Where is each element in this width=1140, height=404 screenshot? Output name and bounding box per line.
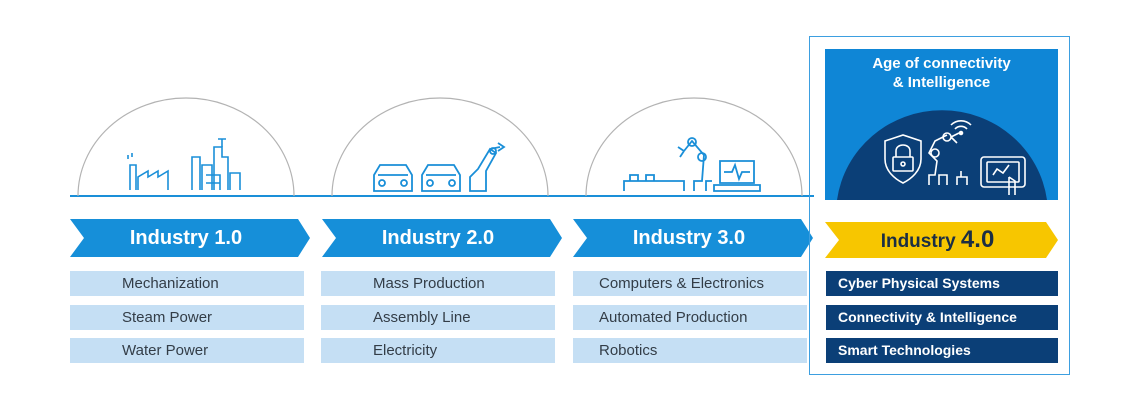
stage-4-illustration <box>837 110 1047 200</box>
stage-4-title: Industry 4.0 <box>825 222 1050 258</box>
stage-4-title-number: 4.0 <box>960 226 995 253</box>
stage-2-title: Industry 2.0 <box>381 227 495 249</box>
stage-2-item: Assembly Line <box>321 305 555 330</box>
stage-4-chevron: Industry 4.0 <box>825 222 1058 258</box>
stage-1-item: Steam Power <box>70 305 304 330</box>
stage-1-title: Industry 1.0 <box>129 227 243 249</box>
stage-4-header-panel: Age of connectivity & Intelligence <box>825 49 1058 200</box>
shield-lock-icon <box>884 134 922 184</box>
tablet-touch-icon <box>980 156 1026 195</box>
robot-arm-computer-icon <box>585 97 803 196</box>
stage-3-item: Automated Production <box>573 305 807 330</box>
stage-1-item: Mechanization <box>70 271 304 296</box>
dome-industry-1 <box>76 95 296 196</box>
stage-3-item: Computers & Electronics <box>573 271 807 296</box>
stage-4-item: Connectivity & Intelligence <box>826 305 1058 330</box>
dome-industry-3 <box>584 95 804 196</box>
timeline-baseline <box>70 195 814 197</box>
stage-3-title: Industry 3.0 <box>632 227 746 249</box>
stage-4-title-word: Industry <box>880 231 956 252</box>
wifi-icon <box>950 120 972 136</box>
stage-3-item: Robotics <box>573 338 807 363</box>
factory-icon <box>77 97 295 196</box>
assembly-robot-cars-icon <box>331 97 549 196</box>
stage-4-frame <box>809 36 1070 375</box>
stage-4-item: Smart Technologies <box>826 338 1058 363</box>
stage-1-item: Water Power <box>70 338 304 363</box>
dome-industry-2 <box>330 95 550 196</box>
stage-1-chevron: Industry 1.0 <box>70 219 310 257</box>
stage-2-item: Mass Production <box>321 271 555 296</box>
stage-2-item: Electricity <box>321 338 555 363</box>
stage-2-chevron: Industry 2.0 <box>322 219 562 257</box>
stage-4-item: Cyber Physical Systems <box>826 271 1058 296</box>
robot-arm-icon <box>928 132 968 185</box>
stage-4-heading: Age of connectivity & Intelligence <box>872 55 1011 91</box>
stage-3-chevron: Industry 3.0 <box>573 219 813 257</box>
